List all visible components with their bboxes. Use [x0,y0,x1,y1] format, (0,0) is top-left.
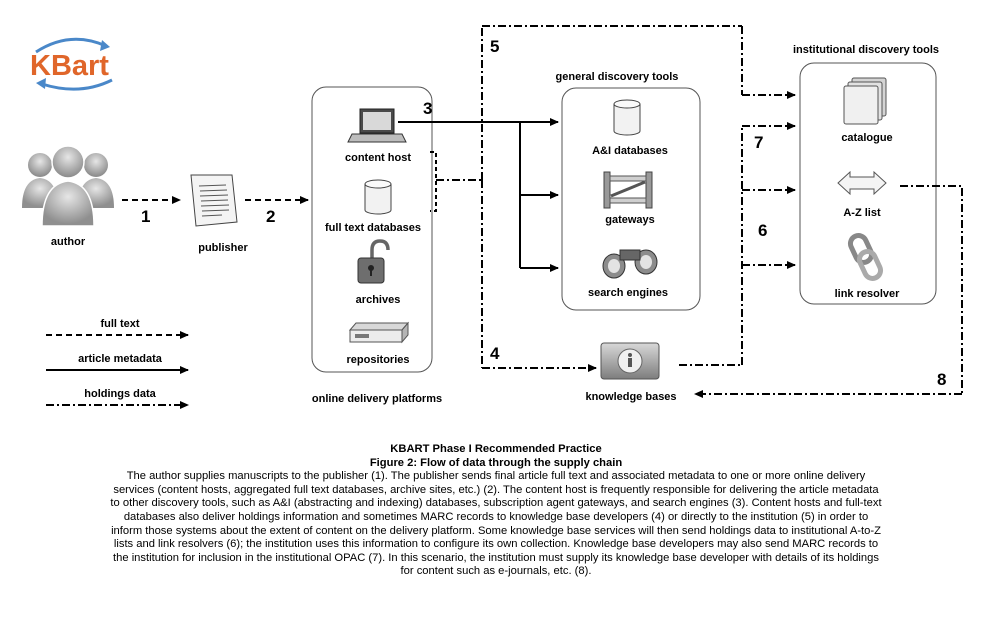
laptop-icon [347,108,407,143]
institutional-discovery-tools-box [799,62,937,305]
gate-icon [603,171,653,209]
legend-holdings-data-label: holdings data [84,388,156,400]
legend: full text article metadata holdings data [46,318,189,409]
step-6: 6 [758,221,767,240]
step-3: 3 [423,99,432,118]
step-5: 5 [490,37,499,56]
caption-title: KBART Phase I Recommended Practice [390,443,602,455]
step-2: 2 [266,207,275,226]
gateways-label: gateways [605,214,655,226]
flow-institution-to-kb [900,185,963,394]
kbart-logo: KBart [30,37,113,91]
database-icon [613,99,641,136]
caption-figure-title: Figure 2: Flow of data through the suppl… [369,456,623,469]
caption-body: The author supplies manuscripts to the p… [110,470,882,578]
online-delivery-platforms-box [311,86,433,373]
kbart-logo-text: KBart [30,50,109,82]
full-text-databases-label: full text databases [325,222,421,234]
info-icon [600,342,660,380]
step-1: 1 [141,207,150,226]
step-8: 8 [937,370,946,389]
link-resolver-label: link resolver [835,288,901,300]
step-7: 7 [754,133,763,152]
stacked-pages-icon [843,77,887,125]
database-cylinder-icon [364,179,392,215]
flow-holdings-bracket [430,151,437,212]
az-list-label: A-Z list [843,207,881,219]
author-group-icon [22,145,114,227]
catalogue-label: catalogue [841,132,892,144]
institutional-discovery-tools-label: institutional discovery tools [793,44,939,56]
content-host-label: content host [345,152,411,164]
publisher-label: publisher [198,242,248,254]
author-label: author [51,236,86,248]
double-arrow-icon [837,170,887,196]
general-discovery-tools-box [561,87,701,311]
binoculars-icon [602,249,658,279]
ai-databases-label: A&I databases [592,145,668,157]
padlock-icon [357,239,390,284]
repositories-label: repositories [347,354,410,366]
chain-link-icon [847,233,884,281]
server-icon [348,321,410,344]
document-icon [190,174,238,227]
figure-caption: KBART Phase I Recommended Practice Figur… [110,443,882,579]
legend-article-metadata-label: article metadata [78,353,163,365]
online-delivery-platforms-label: online delivery platforms [312,393,442,405]
general-discovery-tools-label: general discovery tools [556,71,679,83]
knowledge-bases-label: knowledge bases [585,391,676,403]
step-4: 4 [490,344,500,363]
search-engines-label: search engines [588,287,668,299]
archives-label: archives [356,294,401,306]
legend-full-text-label: full text [100,318,139,330]
